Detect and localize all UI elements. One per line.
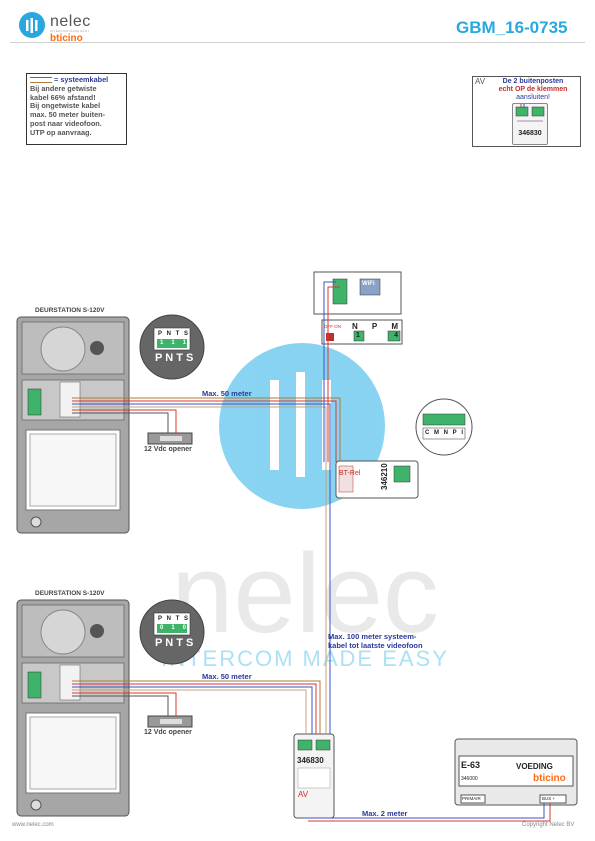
psu-primary-label: PRIMAIR <box>462 796 481 801</box>
legend-line: max. 50 meter buiten- <box>30 110 106 120</box>
brand-name: nelec <box>50 13 91 30</box>
legend-title-row: = systeemkabel <box>30 75 123 85</box>
av-text-line: echt OP de klemmen <box>498 86 568 93</box>
wifi-label: WiFi <box>362 281 375 287</box>
av-note: AV De 2 buitenposten echt OP de klemmen … <box>472 76 581 147</box>
psu-title: VOEDING <box>516 762 553 771</box>
distributor-tag: AV <box>298 790 309 799</box>
zoom-2-terminal: T <box>175 616 180 622</box>
psu-brand: bticino <box>533 773 566 784</box>
wiring <box>72 281 551 822</box>
power-supply <box>454 738 578 806</box>
relay-terminal: M <box>434 430 439 436</box>
legend-line: kabel 66% afstand! <box>30 92 96 102</box>
station-2-title: DEURSTATION S-120V <box>35 590 105 597</box>
monitor-terminal: P <box>371 322 378 331</box>
legend-line: Bij andere getwiste <box>30 83 97 93</box>
zoom-2-digit: 1 <box>171 625 175 631</box>
relay-zoom-terminals: C M N P I <box>425 430 463 436</box>
door-opener-2 <box>147 715 193 728</box>
zoom-1-terminal: N <box>166 331 171 337</box>
zoom-2-terminals: P N T S <box>158 616 188 622</box>
max100-line: kabel tot laatste videofoon <box>328 641 423 650</box>
monitor-terminal-values: 1 4 <box>356 332 398 339</box>
monitor-switch-label: OFF ON <box>324 324 341 329</box>
zoom-1-digit: 1 <box>171 340 175 346</box>
zoom-circle-1 <box>139 314 205 380</box>
monitor-terminals: N P M <box>352 322 398 331</box>
av-text-line: De 2 buitenposten <box>502 78 564 85</box>
relay-sub-label: BT-Rel <box>339 470 361 477</box>
psu-bus-label: BUS + <box>542 796 555 801</box>
max100-note: Max. 100 meter systeem- kabel tot laatst… <box>328 632 423 650</box>
distance-label-2: Max. 50 meter <box>202 672 252 681</box>
opener-2-label: 12 Vdc opener <box>144 729 192 736</box>
legend-note: = systeemkabel Bij andere getwiste kabel… <box>26 73 127 145</box>
av-module-terminals <box>515 104 545 122</box>
relay-terminal: P <box>452 430 457 436</box>
relay-terminal: I <box>461 430 463 436</box>
distance-label-1: Max. 50 meter <box>202 389 252 398</box>
distributor-module <box>293 733 335 819</box>
zoom-2-digit: 0 <box>182 625 186 631</box>
zoom-1-jumpers: 1 1 1 <box>160 340 186 346</box>
relay-code: 346210 <box>380 463 389 490</box>
av-text-line: aansluiten! <box>516 94 550 101</box>
max100-line: Max. 100 meter systeem- <box>328 632 417 641</box>
monitor-terminal-value: 1 <box>356 332 360 339</box>
av-module-code: 346830 <box>518 130 542 137</box>
zoom-1-terminals: P N T S <box>158 331 188 337</box>
legend-line: UTP op aanvraag. <box>30 127 92 137</box>
zoom-2-digit: 0 <box>160 625 164 631</box>
relay-terminal: N <box>443 430 448 436</box>
zoom-1-digit: 1 <box>182 340 186 346</box>
header-divider <box>10 42 585 43</box>
max2-note: Max. 2 meter <box>362 809 408 818</box>
footer-website: www.nelec.com <box>12 822 54 828</box>
av-module: 346830 <box>512 103 548 145</box>
door-station-1 <box>16 316 130 534</box>
relay-terminal: C <box>425 430 430 436</box>
zoom-2-legend: P N T S <box>155 637 194 649</box>
opener-1-label: 12 Vdc opener <box>144 446 192 453</box>
watermark-tagline: INTERCOM MADE EASY <box>161 646 449 671</box>
zoom-2-terminal: N <box>166 616 171 622</box>
av-tag: AV <box>475 77 486 86</box>
monitor-terminal-value: 4 <box>394 332 398 339</box>
watermark-word: nelec <box>171 531 439 656</box>
relay-module <box>335 460 419 499</box>
station-1-title: DEURSTATION S-120V <box>35 307 105 314</box>
system-cable-swatch <box>30 77 52 84</box>
legend-title: = systeemkabel <box>54 75 109 84</box>
brand-tagline: INTERCOM MADE EASY <box>50 29 90 33</box>
zoom-2-terminal: S <box>183 616 188 622</box>
zoom-1-terminal: T <box>175 331 180 337</box>
psu-code: 346000 <box>461 776 478 782</box>
footer-copyright: Copyright Nelec BV <box>522 822 575 828</box>
zoom-1-digit: 1 <box>160 340 164 346</box>
zoom-1-legend: P N T S <box>155 352 194 364</box>
av-text: De 2 buitenposten echt OP de klemmen aan… <box>487 78 579 102</box>
zoom-2-terminal: P <box>158 616 163 622</box>
zoom-circle-2 <box>139 599 205 665</box>
door-station-2 <box>16 599 130 817</box>
legend-line: post naar videofoon. <box>30 118 102 128</box>
relay-zoom-circle <box>415 398 473 456</box>
psu-model: E-63 <box>461 760 481 770</box>
monitor-terminal: N <box>352 322 358 331</box>
psu-bus-text: BUS <box>542 796 552 801</box>
brand-partner: bticino <box>50 33 83 44</box>
zoom-1-terminal: P <box>158 331 163 337</box>
nelec-logo-icon <box>19 12 45 38</box>
door-opener-1 <box>147 432 193 445</box>
nelec-logo <box>18 11 46 44</box>
psu-bus-plus: + <box>552 796 556 801</box>
zoom-2-jumpers: 0 1 0 <box>160 625 186 631</box>
distributor-code: 346830 <box>297 756 324 765</box>
zoom-1-terminal: S <box>183 331 188 337</box>
monitor-terminal: M <box>391 322 398 331</box>
document-id: GBM_16-0735 <box>456 18 568 37</box>
legend-line: Bij ongetwiste kabel <box>30 101 101 111</box>
